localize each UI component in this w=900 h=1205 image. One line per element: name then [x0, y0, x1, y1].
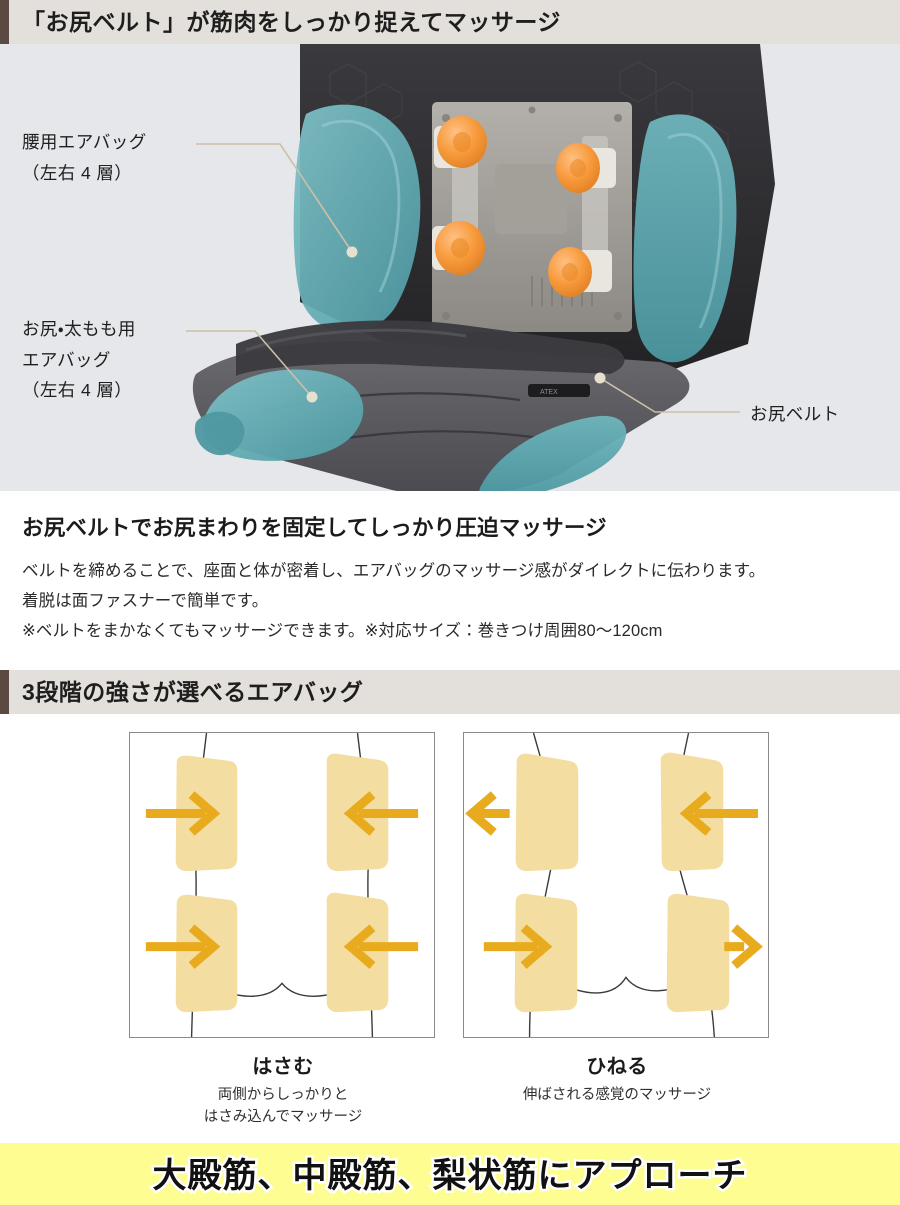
massage-rollers	[432, 116, 616, 297]
diagram-column-hineru: ひねる 伸ばされる感覚のマッサージ	[463, 732, 771, 1129]
diagram-box-hineru	[463, 732, 769, 1039]
belt-description-line-1: ベルトを締めることで、座面と体が密着し、エアバッグのマッサージ感がダイレクトに伝…	[22, 562, 766, 580]
callout-label-hip-belt: お尻ベルト	[750, 404, 840, 424]
callout-leader-lines	[186, 143, 740, 413]
product-photo-illustration: ATEX	[0, 44, 900, 491]
section-title-airbag: 3段階の強さが選べるエアバッグ	[22, 678, 364, 705]
hineru-illustration	[465, 733, 763, 1038]
hasamu-illustration	[145, 733, 419, 1038]
direction-arrows	[465, 791, 763, 969]
belt-description-block: お尻ベルトでお尻まわりを固定してしっかり圧迫マッサージ ベルトを締めることで、座…	[0, 491, 900, 663]
callout-dot-belt	[594, 372, 606, 384]
section-title-belt: 「お尻ベルト」が筋肉をしっかり捉えてマッサージ	[22, 8, 561, 35]
callout-label-hip-thigh-airbag: お尻・太もも用 エアバッグ （左右 4 層）	[22, 319, 136, 401]
diagram-subtitle-hasamu: 両側からしっかりと はさみ込んでマッサージ	[203, 1087, 363, 1125]
callout-dot-lumbar	[346, 246, 358, 258]
diagram-box-hasamu	[129, 732, 435, 1039]
diagram-title-hineru: ひねる	[586, 1056, 648, 1079]
svg-text:ATEX: ATEX	[540, 389, 558, 396]
airbag-pads	[514, 752, 730, 1013]
direction-arrows	[145, 791, 419, 969]
diagram-column-hasamu: はさむ 両側からしっかりと はさみ込んでマッサージ	[129, 732, 437, 1129]
footer-banner-text-svg: 大殿筋、中殿筋、梨状筋にアプローチ	[150, 1155, 749, 1198]
diagram-title-hasamu: はさむ	[252, 1056, 314, 1079]
airbag-pads	[175, 753, 389, 1013]
svg-text:大殿筋、中殿筋、梨状筋にアプローチ: 大殿筋、中殿筋、梨状筋にアプローチ	[153, 1157, 748, 1195]
callout-label-lumbar-airbag: 腰用エアバッグ （左右 4 層）	[22, 132, 147, 183]
diagram-subtitle-hineru: 伸ばされる感覚のマッサージ	[522, 1087, 712, 1104]
airbag-hip-right	[479, 415, 627, 491]
section-heading-airbag: 3段階の強さが選べるエアバッグ	[0, 670, 900, 715]
heading-accent-bar-2	[0, 670, 9, 715]
product-photo-panel: ATEX 腰用エアバッグ （左右 4 層） お尻・太もも用 エアバッグ （左右 …	[0, 44, 900, 491]
footer-banner: 大殿筋、中殿筋、梨状筋にアプローチ	[0, 1143, 900, 1205]
heading-accent-bar	[0, 0, 9, 44]
belt-description-title: お尻ベルトでお尻まわりを固定してしっかり圧迫マッサージ	[22, 516, 607, 540]
hip-belt	[236, 320, 625, 376]
airbag-mode-diagrams: はさむ 両側からしっかりと はさみ込んでマッサージ	[0, 714, 900, 1129]
section-divider	[0, 662, 900, 671]
belt-description-line-2: 着脱は面ファスナーで簡単です。	[22, 592, 269, 611]
airbag-lumbar-right	[633, 114, 737, 363]
belt-description-line-3: ※ベルトをまかなくてもマッサージできます。※対応サイズ：巻きつけ周囲80〜120…	[22, 622, 663, 641]
callout-dot-hip	[306, 391, 318, 403]
section-heading-belt: 「お尻ベルト」が筋肉をしっかり捉えてマッサージ	[0, 0, 900, 44]
airbag-lumbar-left	[293, 104, 421, 334]
